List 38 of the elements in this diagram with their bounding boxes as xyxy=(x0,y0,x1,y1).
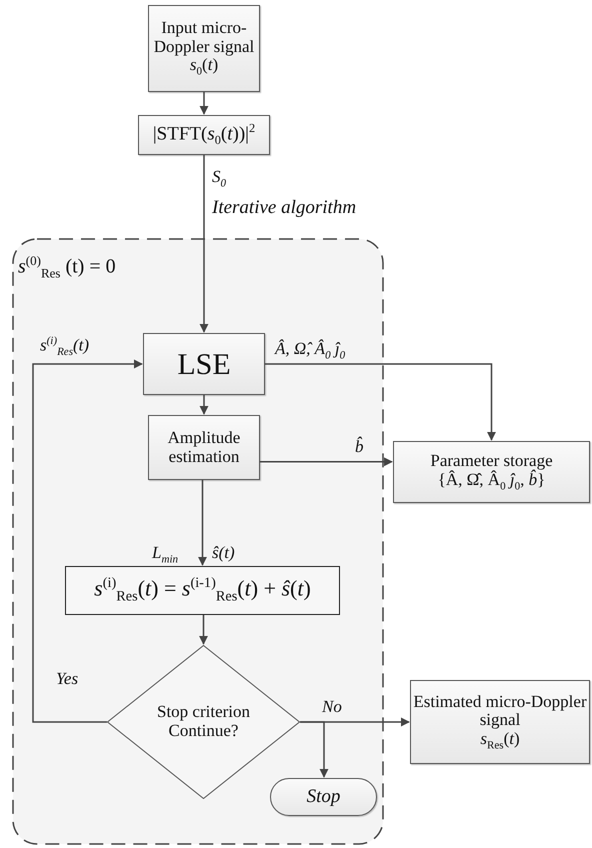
process-box xyxy=(148,415,260,480)
group-title: Iterative algorithm xyxy=(212,198,356,219)
arrow xyxy=(200,92,208,115)
node-label: Amplitude estimation xyxy=(166,428,242,466)
node-label: LSE xyxy=(177,348,231,380)
edge-label: Â, Ω̂, Â$_{0}$ ĵ$_{0}$ xyxy=(275,340,346,362)
arrow xyxy=(200,395,208,415)
node-label: |STFT(s$_{0}$(t))|$^{2}$ xyxy=(152,122,256,148)
decision-diamond xyxy=(107,645,300,799)
node-formula: s$_{0}$(t) xyxy=(190,56,218,78)
edge-label: ŝ(t) xyxy=(212,544,235,563)
node-label: Stop xyxy=(306,786,340,808)
initial-condition: s$^{(0)}$$_{Res}$ (t) = 0 xyxy=(18,254,116,281)
arrow xyxy=(32,360,143,723)
edge-label: b̂ xyxy=(355,438,364,457)
arrow xyxy=(200,155,208,333)
edge-label: Yes xyxy=(56,670,78,689)
math-label: s$^{(i)}$$_{Res}$(t) xyxy=(40,335,90,358)
terminal-box xyxy=(270,778,377,816)
edge-label: No xyxy=(322,698,342,717)
math-label: L$_{min}$ xyxy=(152,544,178,566)
process-box xyxy=(148,5,260,92)
arrow xyxy=(198,480,207,566)
process-box xyxy=(138,115,270,155)
node-formula: {Â, Ω̂, Â$_{0}$ ĵ$_{0}$, b̂} xyxy=(438,470,546,492)
edge-label: S$_{0}$ xyxy=(212,168,226,190)
node-label: s$^{(i)}$$_{Res}$(t) = s$^{(i-1)}$$_{Res}$(t) + ŝ(t) xyxy=(94,576,311,606)
process-box xyxy=(410,680,590,764)
arrow xyxy=(265,363,496,441)
node-label: Parameter storage xyxy=(430,452,553,470)
arrow xyxy=(300,721,328,778)
process-box xyxy=(143,333,265,395)
arrow xyxy=(199,615,208,645)
arrow xyxy=(260,457,393,466)
node-formula: s$_{Res}$(t) xyxy=(480,730,520,752)
formula-box xyxy=(65,566,340,615)
process-box xyxy=(393,441,590,503)
node-label: Stop criterion Continue? xyxy=(156,703,251,741)
